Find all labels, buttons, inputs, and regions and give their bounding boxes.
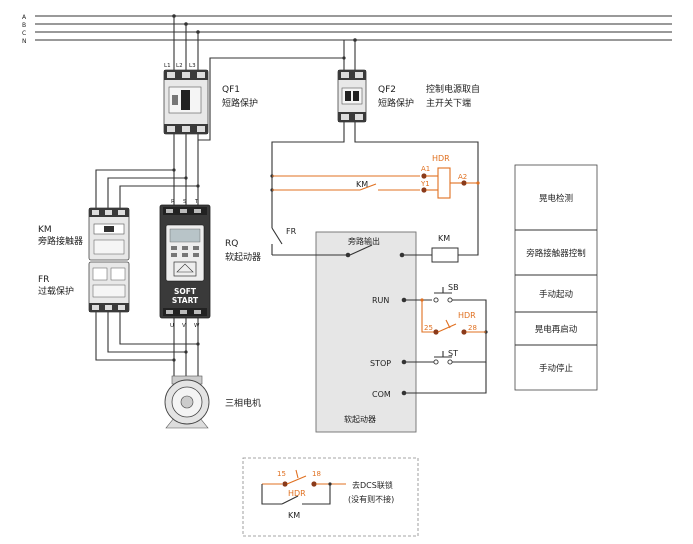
softstarter-control-box — [315, 231, 417, 433]
table-row-2: 旁路接触器控制 — [526, 248, 586, 259]
rq-terminal-w: W — [194, 323, 200, 329]
dcs-pin-18: 18 — [312, 470, 321, 478]
rq-desc: 软起动器 — [225, 251, 261, 263]
table-row-3: 手动起动 — [539, 289, 574, 300]
qf1-terminal-l2: L2 — [176, 63, 183, 69]
rq-terminal-u: U — [170, 323, 174, 329]
km-contactor — [88, 207, 130, 261]
rq-terminal-v: V — [182, 323, 186, 329]
fr-name: FR — [38, 275, 49, 285]
hdr-label: HDR — [432, 154, 450, 163]
qf2-note-line2: 主开关下端 — [426, 97, 471, 109]
hdr-a1: A1 — [421, 165, 430, 173]
function-table — [514, 164, 598, 391]
bus-label-a: A — [22, 14, 27, 21]
control-wires — [270, 122, 480, 263]
com-terminal-label: COM — [372, 390, 391, 399]
softstarter-box-title: 软起动器 — [344, 414, 376, 424]
qf2-breaker — [337, 69, 367, 123]
hdr-pin-25: 25 — [424, 324, 433, 332]
power-wires — [95, 16, 356, 378]
hdr-a2: A2 — [458, 173, 467, 181]
qf1-breaker: L1 L2 L3 — [163, 63, 209, 135]
rq-terminal-r: R — [171, 199, 175, 205]
bypass-contact — [272, 244, 432, 258]
dcs-hdr-label: HDR — [288, 489, 306, 498]
bus-label-n: N — [22, 38, 27, 45]
dcs-interlock — [242, 457, 419, 537]
fr-overload-relay — [88, 261, 130, 313]
hdr-pin-28: 28 — [468, 324, 477, 332]
rq-terminal-s: S — [183, 199, 187, 205]
dcs-pin-15: 15 — [277, 470, 286, 478]
km-desc: 旁路接触器 — [38, 235, 83, 247]
qf1-terminal-l3: L3 — [189, 63, 196, 69]
start-stop-circuit — [401, 287, 488, 396]
motor-icon — [164, 375, 210, 429]
hdr-y1: Y1 — [420, 180, 430, 188]
soft-starter-device: R S T SOFT START U V W — [159, 199, 211, 329]
km-contact-label: KM — [356, 180, 368, 189]
qf1-desc: 短路保护 — [222, 97, 258, 109]
qf2-note-line1: 控制电源取自 — [426, 83, 480, 95]
rq-brand-line1: SOFT — [174, 287, 197, 296]
km-coil-label: KM — [438, 234, 450, 243]
table-row-5: 手动停止 — [539, 363, 574, 374]
motor-label: 三相电机 — [225, 397, 261, 409]
stop-terminal-label: STOP — [370, 359, 391, 368]
bypass-output-label: 旁路输出 — [348, 236, 380, 246]
qf2-name: QF2 — [378, 85, 396, 95]
sb-button-label: SB — [448, 283, 459, 292]
rq-terminal-t: T — [194, 199, 199, 205]
table-row-4: 晃电再启动 — [535, 324, 578, 335]
qf1-name: QF1 — [222, 85, 240, 95]
qf2-desc: 短路保护 — [378, 97, 414, 109]
dcs-km-label: KM — [288, 511, 300, 520]
km-name: KM — [38, 225, 52, 235]
fr-desc: 过载保护 — [38, 285, 74, 297]
dcs-note-line2: (没有则不接) — [348, 494, 394, 504]
rq-name: RQ — [225, 239, 238, 249]
st-button-label: ST — [448, 349, 458, 358]
table-row-1: 晃电检测 — [539, 193, 573, 204]
hdr-contact-label: HDR — [458, 311, 476, 320]
bus-label-b: B — [22, 22, 26, 29]
rq-brand-line2: START — [172, 296, 199, 305]
run-terminal-label: RUN — [372, 296, 389, 305]
dcs-note-line1: 去DCS联锁 — [352, 480, 393, 490]
fr-contact-label: FR — [286, 227, 297, 236]
power-bus: A B C N — [22, 14, 672, 45]
qf1-terminal-l1: L1 — [164, 63, 171, 69]
bus-label-c: C — [22, 30, 26, 37]
